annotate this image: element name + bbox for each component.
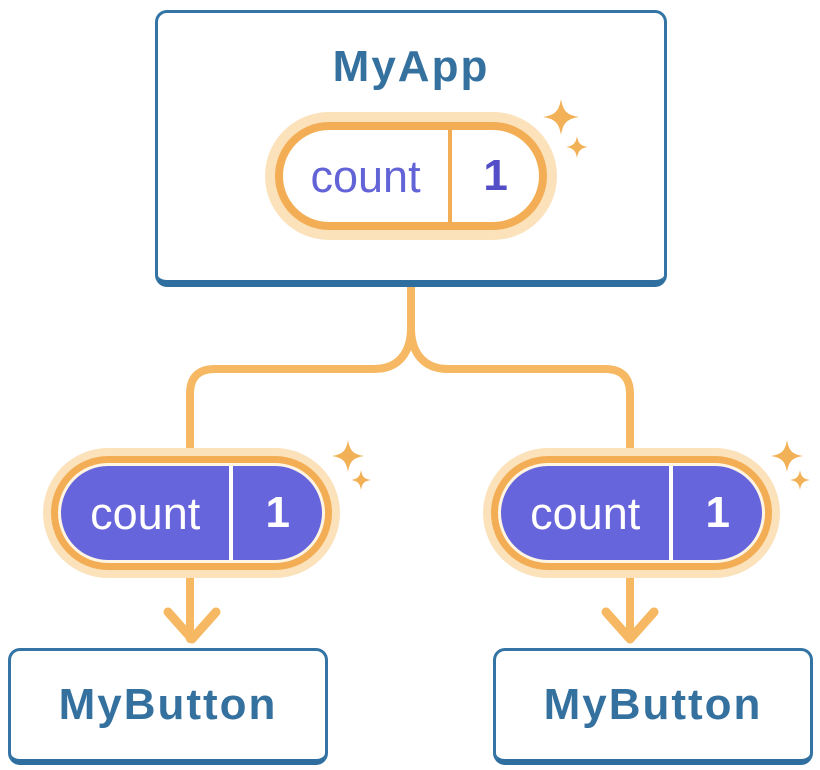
prop-pill-inner-outline: count 1 — [498, 463, 765, 563]
sparkle-icon — [771, 440, 803, 472]
prop-key: count — [530, 487, 641, 539]
state-value: 1 — [483, 151, 508, 200]
prop-pill-value-cell: 1 — [673, 466, 762, 560]
root-component-name: MyApp — [332, 42, 490, 91]
prop-key: count — [90, 487, 201, 539]
prop-value: 1 — [265, 488, 290, 537]
prop-pill-ring: count 1 — [491, 456, 772, 570]
child-component-name: MyButton — [543, 680, 763, 729]
sparkle-icon — [351, 470, 371, 490]
state-pill-key-cell: count — [283, 130, 448, 222]
sparkle-icon — [790, 470, 810, 490]
state-pill-ring: count 1 — [275, 122, 547, 230]
arrow-down-icon — [601, 607, 659, 644]
state-pill-divider — [448, 130, 453, 222]
child-component-name: MyButton — [58, 680, 278, 729]
prop-pill-divider — [669, 466, 674, 560]
sparkle-icon — [332, 440, 364, 472]
prop-pill-ring: count 1 — [51, 456, 332, 570]
prop-pill-left: count 1 — [43, 448, 340, 578]
prop-pill-key-cell: count — [61, 466, 229, 560]
prop-pill-body: count 1 — [501, 466, 762, 560]
arrow-down-icon — [163, 607, 221, 644]
state-pill: count 1 — [265, 112, 557, 240]
state-pill-body: count 1 — [283, 130, 539, 222]
prop-pill-value-cell: 1 — [233, 466, 322, 560]
child-component-card-left: MyButton — [8, 648, 328, 765]
prop-pill-inner-outline: count 1 — [58, 463, 325, 563]
prop-pill-body: count 1 — [61, 466, 322, 560]
state-key: count — [310, 150, 421, 202]
prop-pill-key-cell: count — [501, 466, 669, 560]
state-pill-value-cell: 1 — [452, 130, 539, 222]
root-component-card: MyApp count 1 — [155, 10, 667, 287]
prop-pill-right: count 1 — [483, 448, 780, 578]
child-component-card-right: MyButton — [493, 648, 813, 765]
prop-value: 1 — [705, 488, 730, 537]
